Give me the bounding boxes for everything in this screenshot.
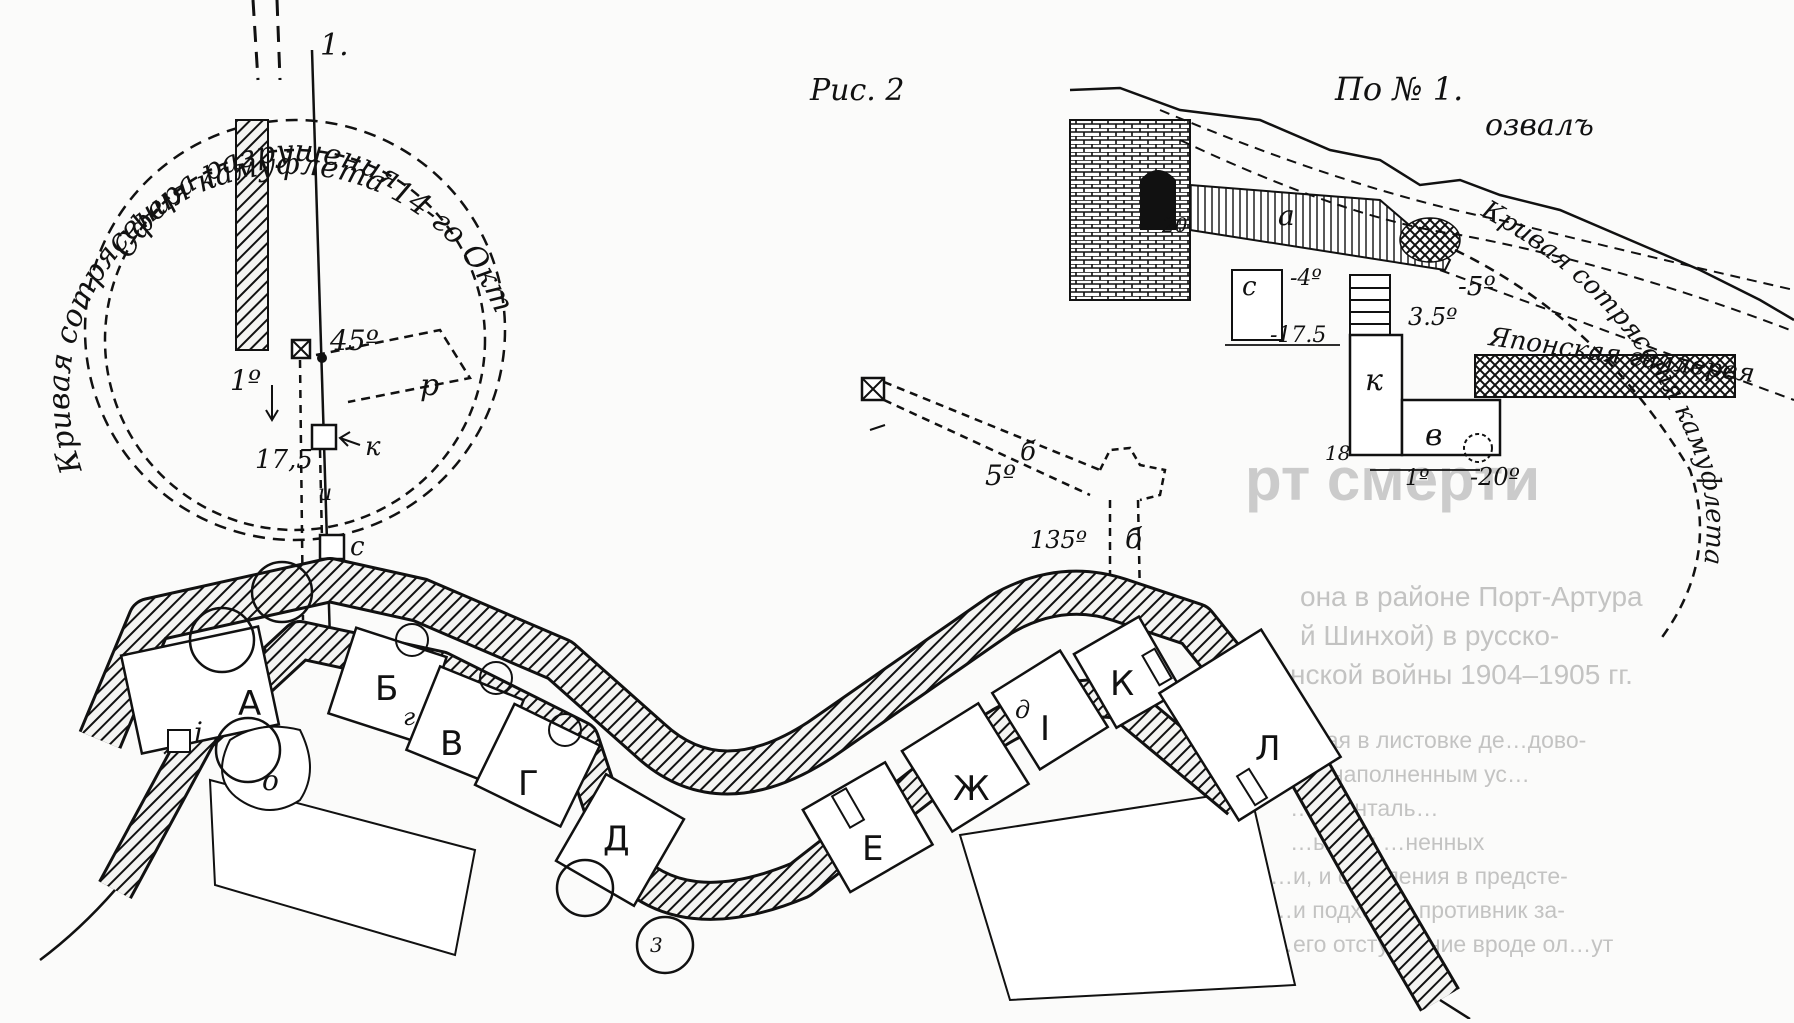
mine-gallery [860,376,1167,601]
section-title: По № 1. [1334,70,1463,108]
bg-line-4: нской войны 1904–1905 гг. [1290,659,1633,690]
room-A: А [238,684,261,724]
bg-line-3: й Шинхой) в русско- [1300,620,1559,651]
label-vzval: озвалъ [1485,108,1594,143]
destruction-sphere-circle [103,148,487,532]
label-v-section: в [1425,418,1442,453]
label-minus-5: -5º [1458,272,1496,302]
label-1: 1. [320,28,349,63]
bg-line-1: рт смерти [1245,446,1540,513]
label-i: i [194,716,203,749]
label-18: 18 [1325,441,1350,465]
label-b-lower: б [1125,522,1143,555]
room-E: Е [862,829,883,869]
label-minus-20: -20º [1470,463,1520,491]
room-Zh: Ж [953,769,990,809]
fort-plan [39,557,1471,1021]
label-p: р [420,368,439,403]
label-o: o [262,764,279,797]
figure-caption: Рис. 2 [809,73,904,108]
sphere-diagram [83,0,507,641]
room-G: Г [518,764,539,804]
bg-line-2: она в районе Порт-Артура [1300,581,1643,612]
label-5-deg: 5º [985,459,1016,492]
label-a: а [1278,199,1295,232]
sphere-labels: 1. 45º 1º 17,5 к р с и [230,28,439,562]
label-1-deg: 1º [230,364,261,397]
room-I: І [1040,709,1050,749]
label-135-deg: 135º [1030,526,1087,554]
label-45-deg: 45º [329,324,379,357]
label-c-lower: с [350,532,365,562]
label-k: к [365,432,381,462]
label-u: и [318,481,332,506]
room-K: К [1110,664,1134,704]
label-3: 3 [650,933,663,957]
shock-curve-circle [83,118,507,542]
label-k-section: к [1365,363,1383,398]
bg-line-11: …его отступление вроде ол…ут [1270,931,1614,957]
cross-section [1069,86,1794,641]
label-1-deg-section: 1º [1405,466,1429,491]
room-V: В [440,724,463,764]
label-17-5: 17,5 [255,445,313,475]
label-b-upper: б [1020,437,1036,467]
room-D: Д [603,819,630,859]
label-minus-17-5: -17.5 [1270,323,1326,348]
room-L: Л [1255,729,1281,769]
label-c: с [1242,272,1257,302]
background-text: рт смерти она в районе Порт-Артура й Шин… [1245,446,1643,957]
label-z: г [403,703,415,731]
label-minus-4: -4º [1290,266,1322,291]
room-B: Б [375,669,398,709]
label-d: д [1015,696,1030,724]
label-20: 20 [1161,213,1188,237]
bg-line-9: …и, и отделения в предсте- [1270,863,1568,889]
bg-line-5: …ная в листовке де…дово- [1290,727,1586,753]
room-labels: А Б В Г Д Е Ж І К Л i o г д 3 [194,664,1281,957]
label-3-5: 3.5º [1408,303,1457,331]
